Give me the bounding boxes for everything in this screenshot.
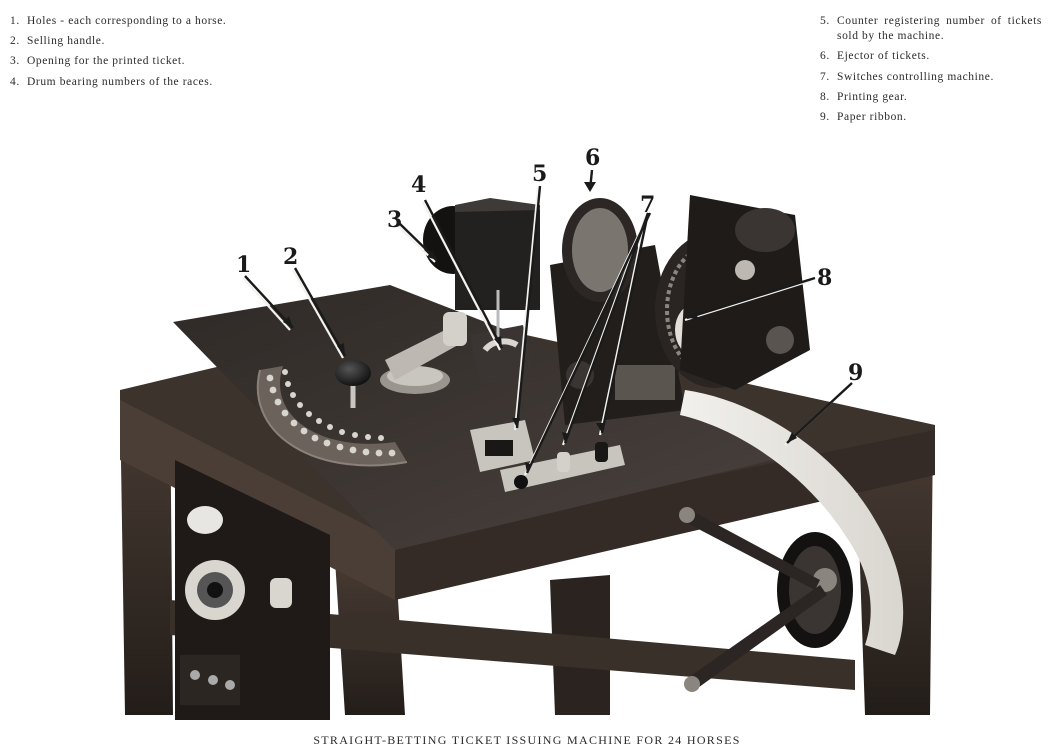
legend-item-3: 3. Opening for the printed ticket. bbox=[10, 54, 232, 69]
legend-number: 2. bbox=[10, 35, 20, 48]
legend-text: Switches controlling machine. bbox=[837, 70, 994, 83]
lower-crossbar bbox=[170, 600, 855, 690]
callout-2: 2 bbox=[283, 244, 298, 270]
paper-ribbon bbox=[680, 390, 904, 655]
callout-6: 6 bbox=[585, 145, 600, 171]
callout-9: 9 bbox=[848, 360, 863, 386]
legend-item-5: 5. Counter registering number of tickets … bbox=[820, 14, 1042, 44]
legend-text: Ejector of tickets. bbox=[837, 50, 930, 63]
callout-1: 1 bbox=[236, 252, 251, 278]
legend-item-2: 2. Selling handle. bbox=[10, 34, 232, 49]
legend-number: 8. bbox=[820, 90, 830, 103]
machine-illustration: 1 2 3 4 5 6 7 8 9 bbox=[95, 140, 955, 720]
callout-8: 8 bbox=[817, 265, 832, 291]
callout-4: 4 bbox=[411, 172, 426, 198]
callout-3: 3 bbox=[387, 207, 402, 233]
legend-text: Paper ribbon. bbox=[837, 110, 907, 123]
legend-number: 1. bbox=[10, 15, 20, 27]
legend-number: 6. bbox=[820, 50, 830, 63]
legend-text: Holes - each corresponding to a horse. bbox=[27, 15, 227, 27]
horse-hole-dial bbox=[256, 366, 408, 467]
callout-7: 7 bbox=[640, 192, 655, 218]
callout-arrowheads bbox=[283, 182, 797, 473]
switch-panel bbox=[470, 420, 625, 492]
legend-item-4: 4. Drum bearing numbers of the races. bbox=[10, 75, 232, 90]
legend-text: Counter registering number of tickets so… bbox=[837, 15, 1042, 43]
legend-item-1: 1. Holes - each corresponding to a horse. bbox=[10, 14, 232, 29]
side-panel bbox=[175, 460, 330, 720]
legend-item-9: 9. Paper ribbon. bbox=[820, 110, 1042, 125]
legend-item-7: 7. Switches controlling machine. bbox=[820, 70, 1042, 85]
legend-right: 5. Counter registering number of tickets … bbox=[820, 14, 1042, 130]
legend-text: Opening for the printed ticket. bbox=[27, 55, 186, 68]
callout-5: 5 bbox=[532, 161, 547, 187]
legend-text: Drum bearing numbers of the races. bbox=[27, 75, 213, 88]
legend-item-8: 8. Printing gear. bbox=[820, 90, 1042, 105]
legend-text: Printing gear. bbox=[837, 90, 908, 103]
top-board bbox=[173, 285, 815, 550]
race-number-drum bbox=[470, 290, 533, 385]
figure-caption: STRAIGHT-BETTING TICKET ISSUING MACHINE … bbox=[313, 733, 741, 747]
legend-left: 1. Holes - each corresponding to a horse.… bbox=[10, 14, 232, 95]
machine-photograph: 1 2 3 4 5 6 7 8 9 bbox=[95, 140, 955, 720]
legend-number: 9. bbox=[820, 110, 830, 123]
legend-text: Selling handle. bbox=[27, 35, 105, 48]
crank-wheel bbox=[679, 507, 853, 692]
legend-number: 4. bbox=[10, 75, 20, 88]
legend-number: 7. bbox=[820, 70, 830, 83]
legend-item-6: 6. Ejector of tickets. bbox=[820, 49, 1042, 64]
legend-number: 5. bbox=[820, 15, 830, 27]
selling-handle bbox=[335, 312, 467, 408]
legend-number: 3. bbox=[10, 55, 20, 68]
